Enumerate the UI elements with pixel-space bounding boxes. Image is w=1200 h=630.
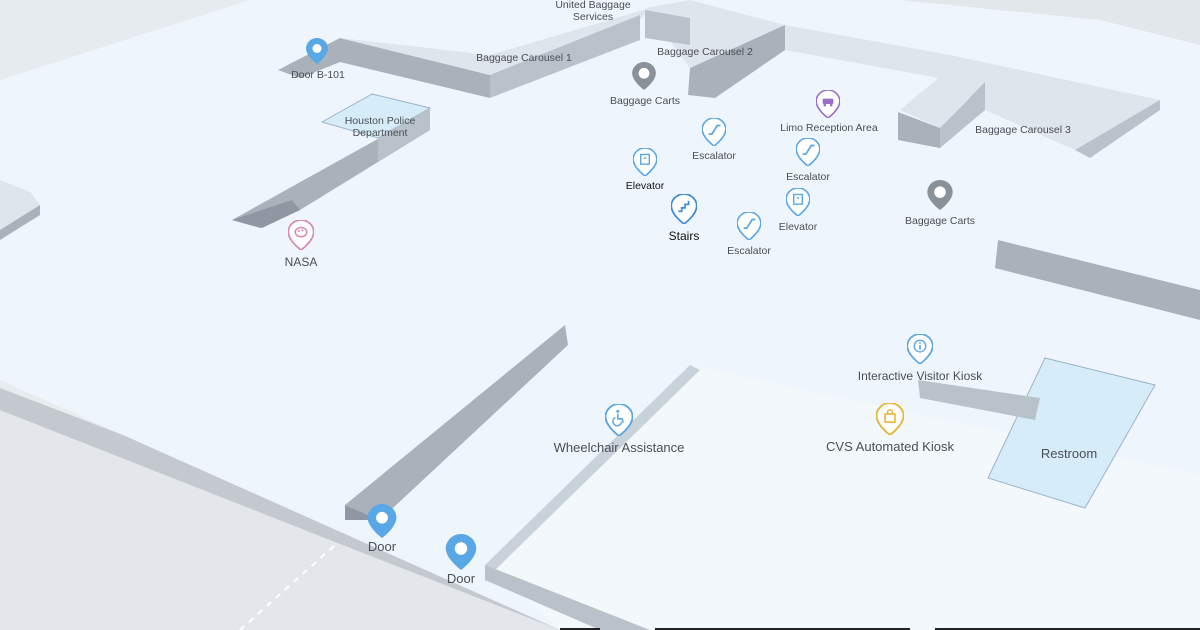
escalator-icon: [796, 138, 820, 166]
elevator-pin[interactable]: [786, 188, 810, 216]
wall-side: [345, 325, 568, 520]
bottom-edge: [935, 628, 1200, 630]
escalator-pin[interactable]: [796, 138, 820, 166]
stairs-label[interactable]: Stairs: [668, 229, 700, 243]
escalator-label[interactable]: Escalator: [727, 245, 771, 257]
wall-side: [688, 25, 785, 98]
cart-icon: [632, 62, 656, 90]
wall-top: [900, 60, 985, 128]
hall-edge: [485, 365, 700, 575]
escalator-icon: [702, 118, 726, 146]
nasa-pin[interactable]: [288, 220, 314, 250]
lower-hall-floor: [490, 365, 1200, 630]
wall-end: [232, 200, 300, 228]
wall-side: [0, 205, 40, 240]
wall-side: [918, 380, 1040, 420]
car-icon: [816, 90, 840, 118]
palette-icon: [288, 220, 314, 250]
interactive-kiosk-label[interactable]: Interactive Visitor Kiosk: [857, 369, 983, 383]
door-pin[interactable]: [306, 38, 328, 64]
info-icon: [907, 334, 933, 364]
wall-side: [278, 38, 490, 98]
limo-pin[interactable]: [816, 90, 840, 118]
stairs-pin[interactable]: [671, 194, 697, 224]
wall-side: [995, 240, 1200, 320]
map-pin-icon: [367, 504, 397, 538]
escalator-label[interactable]: Escalator: [692, 150, 736, 162]
elevator-label[interactable]: Elevator: [778, 221, 818, 233]
shopping-bag-icon: [876, 403, 904, 435]
map-pin-icon: [445, 534, 477, 570]
wall-side: [378, 108, 430, 162]
wall-top: [340, 8, 650, 75]
limo-reception-label[interactable]: Limo Reception Area: [780, 122, 878, 134]
houston-police-label[interactable]: Houston Police Department: [344, 115, 416, 139]
cvs-kiosk-label[interactable]: CVS Automated Kiosk: [826, 439, 954, 454]
escalator-pin[interactable]: [737, 212, 761, 240]
crosswalk-line: [239, 544, 336, 630]
wheelchair-pin[interactable]: [605, 404, 633, 436]
escalator-label[interactable]: Escalator: [786, 171, 830, 183]
united-baggage-services-label[interactable]: United Baggage Services: [555, 0, 631, 23]
wheelchair-label[interactable]: Wheelchair Assistance: [553, 440, 685, 455]
restroom-area: [987, 357, 1156, 509]
door-label[interactable]: Door: [367, 539, 397, 554]
nasa-label[interactable]: NASA: [284, 255, 318, 269]
baggage-carousel-2-label[interactable]: Baggage Carousel 2: [657, 46, 753, 58]
baggage-carts-label[interactable]: Baggage Carts: [609, 95, 681, 107]
baggage-carts-pin[interactable]: [927, 180, 953, 210]
upper-right-outside: [900, 0, 1200, 45]
wall-side: [1075, 100, 1160, 158]
baggage-carousel-1-label[interactable]: Baggage Carousel 1: [476, 52, 572, 64]
wall-side: [898, 112, 940, 148]
info-kiosk-pin[interactable]: [907, 334, 933, 364]
wall-side: [940, 82, 985, 148]
elevator-label[interactable]: Elevator: [625, 180, 665, 192]
elevator-icon: [633, 148, 657, 176]
restroom-label[interactable]: Restroom: [1040, 446, 1098, 461]
door-b101-label[interactable]: Door B-101: [291, 69, 345, 81]
stairs-icon: [671, 194, 697, 224]
bottom-edge: [655, 628, 910, 630]
wall-side: [490, 15, 640, 98]
upper-left-outside: [0, 0, 250, 80]
wall-top: [0, 180, 40, 230]
baggage-carts-label[interactable]: Baggage Carts: [904, 215, 976, 227]
map-pin-icon: [306, 38, 328, 64]
cart-icon: [927, 180, 953, 210]
escalator-icon: [737, 212, 761, 240]
baggage-carts-pin[interactable]: [632, 62, 656, 90]
door-pin[interactable]: [367, 504, 397, 538]
bottom-edge: [560, 628, 600, 630]
wheelchair-icon: [605, 404, 633, 436]
elevator-icon: [786, 188, 810, 216]
baggage-carousel-3-label[interactable]: Baggage Carousel 3: [975, 124, 1071, 136]
wall-side: [645, 10, 690, 45]
door-label[interactable]: Door: [446, 571, 476, 586]
curb-lower: [485, 565, 650, 630]
escalator-pin[interactable]: [702, 118, 726, 146]
elevator-pin[interactable]: [633, 148, 657, 176]
cvs-kiosk-pin[interactable]: [876, 403, 904, 435]
door-pin[interactable]: [445, 534, 477, 570]
